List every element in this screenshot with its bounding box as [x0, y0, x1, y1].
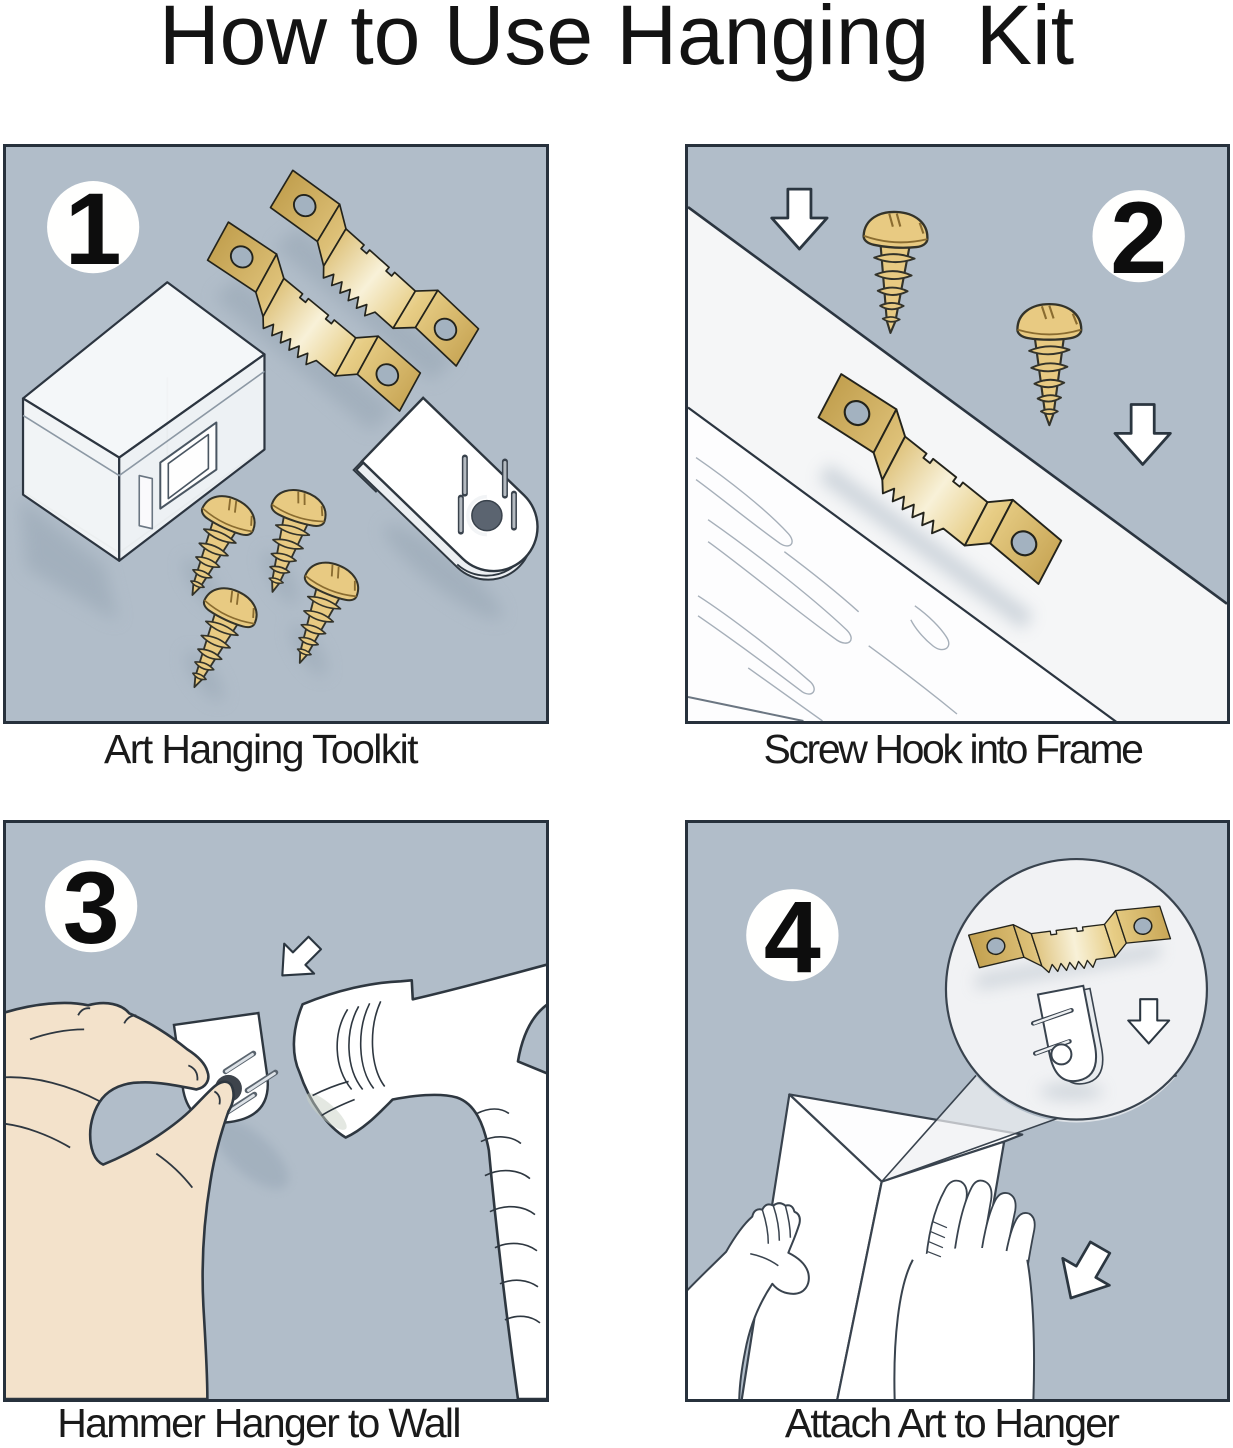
- svg-text:3: 3: [63, 850, 120, 965]
- svg-text:2: 2: [1110, 180, 1167, 295]
- svg-text:1: 1: [65, 171, 122, 286]
- svg-text:4: 4: [764, 879, 821, 994]
